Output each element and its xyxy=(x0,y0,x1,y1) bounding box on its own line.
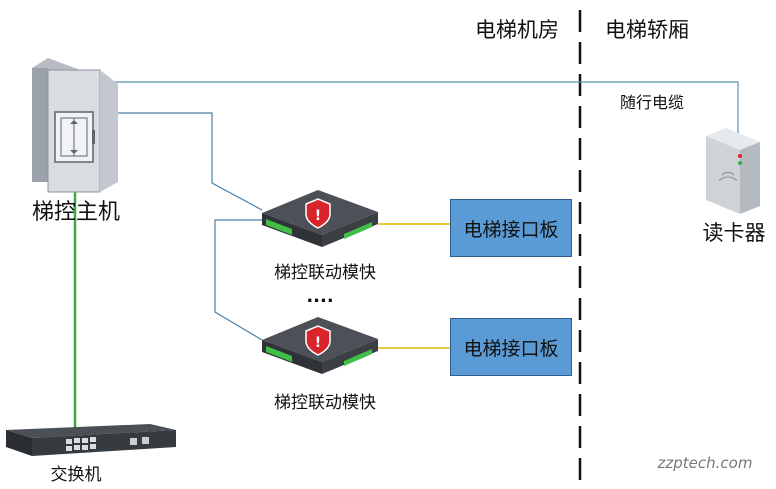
module-ellipsis-label: .... xyxy=(306,286,333,307)
controller-to-module1-line xyxy=(112,112,263,211)
controller-cabinet-icon xyxy=(32,58,118,193)
network-switch-icon xyxy=(6,424,176,456)
trailing-cable-line xyxy=(112,81,739,135)
watermark: zzptech.com xyxy=(657,454,753,472)
interface-board-1: 电梯接口板 xyxy=(450,199,572,257)
trailing-cable-label: 随行电缆 xyxy=(620,93,684,112)
switch-label: 交换机 xyxy=(51,465,102,485)
module-branch-line xyxy=(214,219,263,341)
interface-board-2: 电梯接口板 xyxy=(450,318,572,376)
zone-label-car: 电梯轿厢 xyxy=(605,18,689,42)
svg-text:!: ! xyxy=(315,335,321,351)
svg-text:!: ! xyxy=(315,208,321,224)
module-1-label: 梯控联动模快 xyxy=(274,263,376,283)
zone-label-machine-room: 电梯机房 xyxy=(475,18,559,42)
card-reader-label: 读卡器 xyxy=(703,221,766,245)
card-reader-icon xyxy=(706,128,760,214)
controller-label: 梯控主机 xyxy=(32,200,120,225)
linkage-module-1-icon: ! xyxy=(262,190,378,247)
module-2-label: 梯控联动模快 xyxy=(274,393,376,413)
linkage-module-2-icon: ! xyxy=(262,317,378,374)
